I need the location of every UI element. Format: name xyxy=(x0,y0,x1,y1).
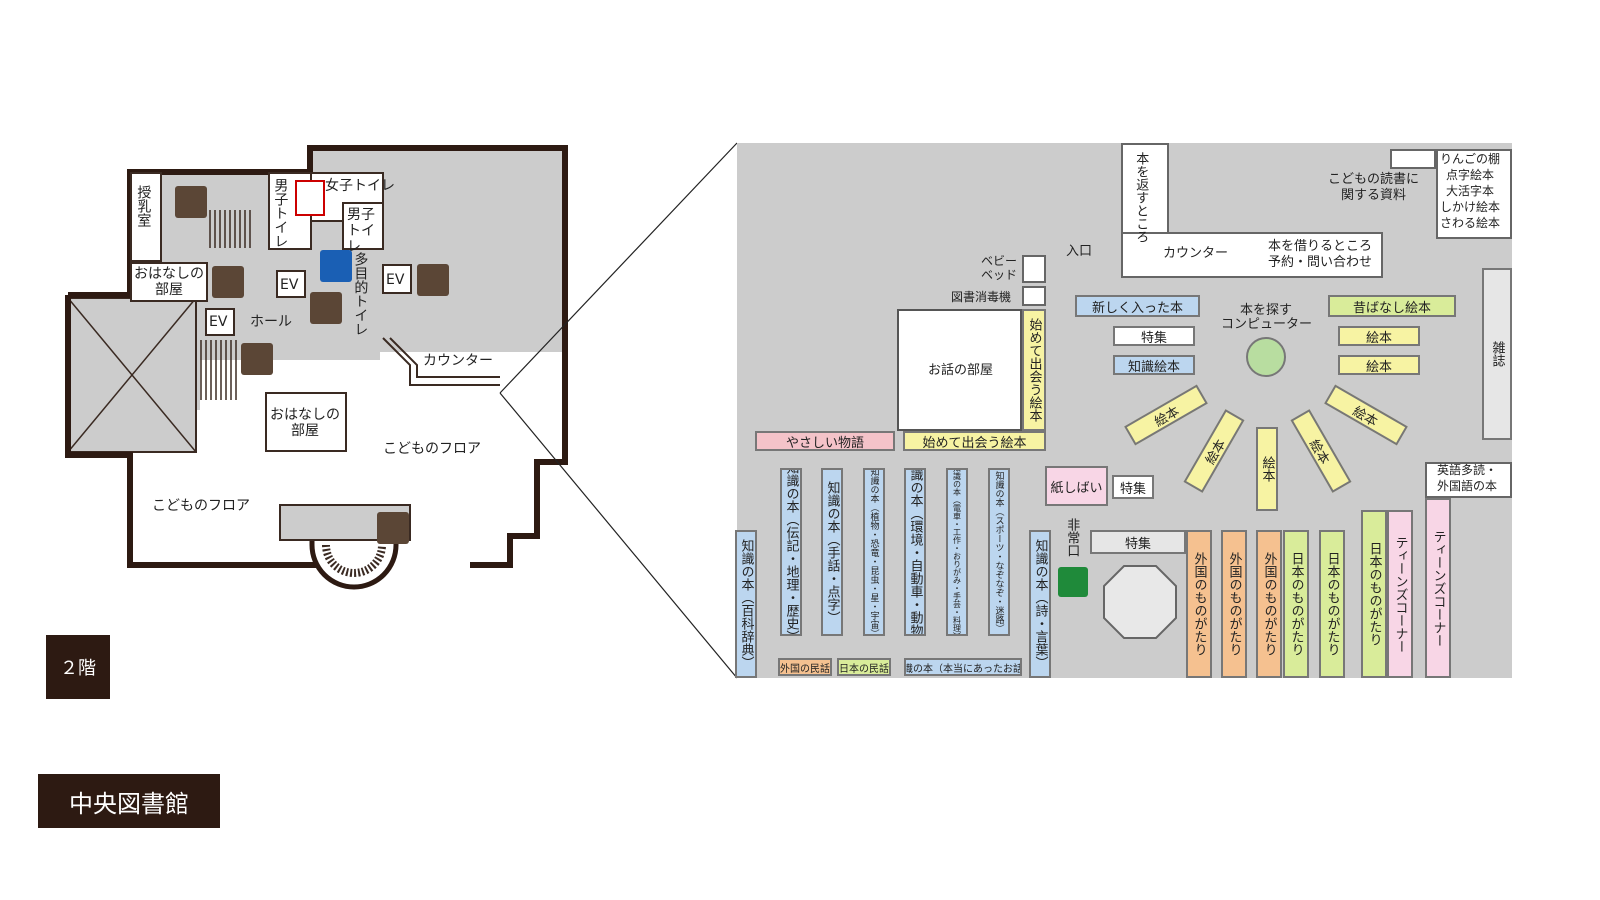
restroom-icon xyxy=(295,180,325,216)
picture-story-shelf: 紙しばい xyxy=(1045,466,1108,506)
ev-1-label: EV xyxy=(280,277,299,293)
story-room-1-label: おはなしの部屋 xyxy=(134,266,204,299)
borrow-label-1: 本を借りるところ xyxy=(1268,239,1373,254)
stairs-icon xyxy=(175,186,207,218)
nursing-room-label: 授乳室 xyxy=(135,185,152,227)
sterilizer-label: 図書消毒機 xyxy=(951,290,1012,304)
story-room-label: お話の部屋 xyxy=(928,363,994,378)
teens-corner-shelf: ティーンズコーナー xyxy=(1425,498,1451,678)
kids-floor-2-label: こどものフロア xyxy=(152,498,250,514)
ev-2 xyxy=(382,264,412,294)
japanese-stories-shelf: 日本のものがたり xyxy=(1319,530,1345,678)
sterilizer xyxy=(1022,286,1046,306)
entrance-label: 入口 xyxy=(1066,244,1093,259)
nursing-room xyxy=(130,172,162,262)
apple-shelf xyxy=(1436,149,1512,239)
return-label: 本を返すところ xyxy=(1133,152,1149,243)
library-name-badge: 中央図書館 xyxy=(38,774,220,828)
new-books-shelf: 新しく入った本 xyxy=(1075,295,1200,317)
borrow-label-2: 予約・問い合わせ xyxy=(1268,255,1373,270)
knowledge-books-shelf: 知識の本（環境・自動車・動物） xyxy=(904,468,926,636)
apple-label-4: しかけ絵本 xyxy=(1440,200,1501,214)
ev-3-label: EV xyxy=(209,314,228,330)
elevator-icon xyxy=(417,264,449,296)
story-room-2-label: おはなしの部屋 xyxy=(270,407,340,440)
materials-label-1: こどもの読書に xyxy=(1328,172,1420,187)
feature-shelf-2: 特集 xyxy=(1112,475,1154,499)
floor-badge: ２階 xyxy=(46,635,110,699)
foreign-folktales-shelf: 外国の民話 xyxy=(778,658,832,676)
knowledge-books-shelf: 知識の本（植物・恐竜・昆虫・星・宇宙） xyxy=(863,468,885,636)
japanese-folktales-shelf: 日本の民話 xyxy=(837,658,891,676)
stairs-icon xyxy=(241,343,273,375)
feature-shelf-3: 特集 xyxy=(1090,530,1186,554)
apple-label-3: 大活字本 xyxy=(1446,184,1495,198)
materials-label-2: 関する資料 xyxy=(1341,188,1407,203)
baby-bed-label: ベビーベッド xyxy=(980,254,1017,282)
first-picture-books-shelf-vertical: 始めて出会う絵本 xyxy=(1022,309,1046,431)
knowledge-picture-books-shelf: 知識絵本 xyxy=(1113,355,1195,375)
foreign-stories-shelf: 外国のものがたり xyxy=(1221,530,1247,678)
picture-books-shelf: 絵本 xyxy=(1338,355,1420,375)
ev-1 xyxy=(276,270,306,298)
knowledge-books-shelf: 知識の本（手話・点字） xyxy=(821,468,843,636)
japanese-stories-shelf: 日本のものがたり xyxy=(1283,530,1309,678)
kids-floor-1-label: こどものフロア xyxy=(383,441,481,457)
wheelchair-icon xyxy=(320,250,352,282)
counter-block xyxy=(1121,232,1383,278)
mens-restroom-1-label: 男子トイレ xyxy=(272,178,289,248)
folktale-picture-books-shelf: 昔ばなし絵本 xyxy=(1328,295,1456,317)
octagon-table xyxy=(1103,565,1177,639)
hall-label: ホール xyxy=(250,314,292,330)
true-stories-shelf: 知識の本（本当にあったお話） xyxy=(904,658,1022,676)
magazines-shelf: 雑誌 xyxy=(1482,268,1512,440)
apple-label-2: 点字絵本 xyxy=(1446,168,1495,182)
multipurpose-restroom-label: 多目的トイレ xyxy=(352,252,369,336)
teens-corner-shelf: ティーンズコーナー xyxy=(1387,510,1413,678)
apple-label-1: りんごの棚 xyxy=(1440,152,1501,166)
counter-label: カウンター xyxy=(1163,246,1229,261)
search-pc-label-1: 本を探す xyxy=(1240,303,1293,318)
foreign-stories-shelf: 外国のものがたり xyxy=(1256,530,1282,678)
knowledge-books-shelf: 知識の本（スポーツ・なぞなぞ・迷路） xyxy=(988,468,1010,636)
floor-plan: 授乳室 男子トイレ 女子トイレ 男子トイレ 多目的トイレ おはなしの部屋 EV … xyxy=(0,0,738,679)
elevator-icon xyxy=(310,292,342,324)
english-label-2: 外国語の本 xyxy=(1437,479,1498,493)
search-pc-label-2: コンピューター xyxy=(1221,317,1313,332)
story-room-2 xyxy=(265,392,347,452)
womens-restroom-label: 女子トイレ xyxy=(325,178,395,194)
knowledge-books-shelf: 知識の本（電車・工作・おりがみ・手芸・料理） xyxy=(946,468,968,636)
picture-books-shelf: 絵本 xyxy=(1256,427,1278,511)
zoom-lines xyxy=(499,142,738,679)
mens-restroom-2 xyxy=(342,202,384,250)
apple-label-5: さわる絵本 xyxy=(1440,216,1501,230)
knowledge-books-shelf: 知識の本（百科辞典） xyxy=(735,530,757,678)
counter-label-plan: カウンター xyxy=(423,353,493,369)
ev-2-label: EV xyxy=(386,272,405,288)
search-computer xyxy=(1246,337,1286,377)
stairs-icon xyxy=(377,512,409,544)
knowledge-books-shelf: 知識の本（伝記・地理・歴史） xyxy=(780,468,802,636)
easy-stories-shelf: やさしい物語 xyxy=(755,431,895,451)
english-label-1: 英語多読・ xyxy=(1437,463,1498,477)
foreign-stories-shelf: 外国のものがたり xyxy=(1186,530,1212,678)
emergency-exit-label: 非常口 xyxy=(1064,518,1080,557)
emergency-exit-icon xyxy=(1058,567,1088,597)
shelf-small xyxy=(1390,149,1436,169)
story-room xyxy=(897,309,1022,431)
english-books-sign xyxy=(1425,462,1512,498)
feature-shelf-1: 特集 xyxy=(1113,326,1195,346)
first-picture-books-shelf: 始めて出会う絵本 xyxy=(903,431,1046,451)
knowledge-books-shelf: 知識の本（詩・言葉） xyxy=(1029,530,1051,678)
elevator-icon xyxy=(212,266,244,298)
story-room-1 xyxy=(130,262,208,302)
ev-3 xyxy=(205,308,235,336)
japanese-stories-shelf: 日本のものがたり xyxy=(1361,510,1387,678)
picture-books-shelf: 絵本 xyxy=(1338,326,1420,346)
baby-bed xyxy=(1022,255,1046,283)
